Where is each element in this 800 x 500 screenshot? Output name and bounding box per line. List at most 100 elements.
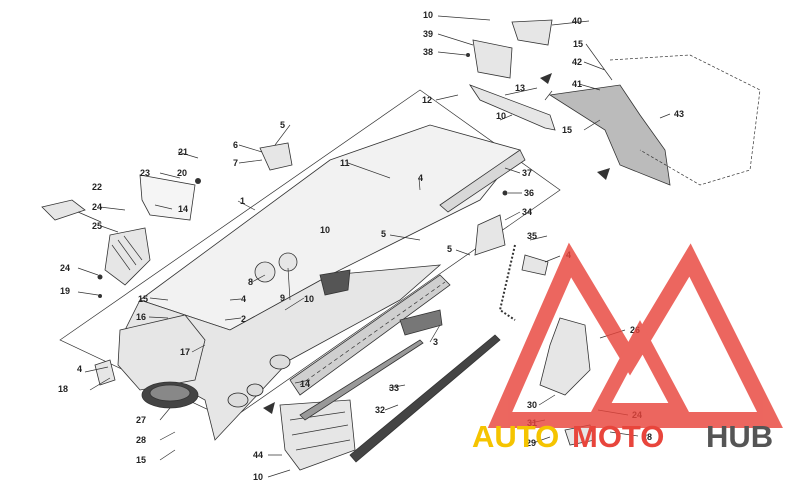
- part-40-bracket: [511, 19, 553, 46]
- callout-28b: 28: [642, 432, 652, 442]
- watermark-moto: MOTO: [572, 419, 664, 454]
- callout-30: 30: [527, 400, 537, 410]
- part-44-foot-plate: [279, 399, 356, 471]
- part-14-bracket: [139, 174, 196, 221]
- arrow-side: [263, 402, 275, 414]
- watermark-hub: HUB: [706, 419, 773, 454]
- callout-36: 36: [524, 188, 534, 198]
- part-3-bracket: [399, 309, 443, 336]
- callout-18: 18: [58, 384, 68, 394]
- callout-15a: 15: [573, 39, 583, 49]
- part-22-cover: [41, 199, 86, 221]
- callout-10e: 10: [253, 472, 263, 482]
- rear-bracket: [468, 84, 556, 131]
- callout-13: 13: [515, 83, 525, 93]
- automotohub-watermark: AUTO MOTO HUB: [472, 242, 783, 454]
- guard-slots: [111, 235, 143, 271]
- part-32-rail: [349, 334, 501, 463]
- part-38-bolt: [466, 53, 470, 57]
- callout-9: 9: [280, 293, 285, 303]
- callout-10c: 10: [320, 225, 330, 235]
- part-27-skid-inner: [149, 384, 191, 402]
- callout-42: 42: [572, 57, 582, 67]
- callout-37: 37: [522, 168, 532, 178]
- rail-bracket: [439, 149, 526, 213]
- mountain-logo: [487, 242, 783, 428]
- foot-plate-cleats: [289, 411, 351, 451]
- callout-19: 19: [60, 286, 70, 296]
- callout-40: 40: [572, 16, 582, 26]
- front-bulkhead: [117, 314, 206, 391]
- callout-32: 32: [375, 405, 385, 415]
- part-4-plate: [521, 254, 549, 276]
- callout-2: 2: [241, 314, 246, 324]
- part-36-nut: [502, 190, 508, 196]
- callout-24a: 24: [92, 202, 102, 212]
- callout-28a: 28: [136, 435, 146, 445]
- snowflap-outline: [609, 54, 761, 186]
- callout-5a: 5: [280, 120, 285, 130]
- callout-10d: 10: [304, 294, 314, 304]
- logo-inner-triangle: [588, 320, 692, 417]
- cleat-pattern: [299, 281, 446, 386]
- callout-15d: 15: [136, 455, 146, 465]
- rear-bumper-bracket: [539, 317, 591, 396]
- part-19-nut: [98, 294, 102, 298]
- callout-14b: 14: [300, 379, 310, 389]
- callout-25: 25: [92, 221, 102, 231]
- side-hole-1: [227, 392, 249, 408]
- callout-27: 27: [136, 415, 146, 425]
- callout-11: 11: [340, 158, 350, 168]
- callout-8: 8: [248, 277, 253, 287]
- callout-23: 23: [140, 168, 150, 178]
- callout-33: 33: [389, 383, 399, 393]
- side-hole-2: [246, 383, 264, 397]
- part-25-guard: [104, 227, 151, 286]
- callout-5b: 5: [381, 229, 386, 239]
- callout-43: 43: [674, 109, 684, 119]
- callout-4a: 4: [241, 294, 246, 304]
- callout-15c: 15: [138, 294, 148, 304]
- part-34-bracket: [474, 214, 506, 256]
- callout-5c: 5: [447, 244, 452, 254]
- part-18-clip: [94, 359, 116, 386]
- callout-4c: 4: [418, 173, 423, 183]
- logo-outer-shape: [487, 242, 783, 428]
- callout-6: 6: [233, 140, 238, 150]
- part-39-bracket: [472, 39, 513, 79]
- part-24-nut: [97, 274, 103, 280]
- callout-7: 7: [233, 158, 238, 168]
- callout-16: 16: [136, 312, 146, 322]
- arrow-up-right: [540, 73, 552, 84]
- watermark-auto: AUTO: [472, 419, 559, 454]
- part-21-bolt: [195, 178, 201, 184]
- callout-39: 39: [423, 29, 433, 39]
- callout-12: 12: [422, 95, 432, 105]
- callout-3: 3: [433, 337, 438, 347]
- callout-15b: 15: [562, 125, 572, 135]
- callout-24b: 24: [60, 263, 70, 273]
- callout-22: 22: [92, 182, 102, 192]
- callout-17: 17: [180, 347, 190, 357]
- left-parts: [41, 174, 206, 409]
- part-7-bracket: [259, 142, 293, 171]
- part-43-flap: [548, 84, 671, 186]
- right-parts: [466, 19, 761, 446]
- callout-41: 41: [572, 79, 582, 89]
- part-8-plate: [254, 261, 276, 283]
- callout-10a: 10: [423, 10, 433, 20]
- callout-38: 38: [423, 47, 433, 57]
- arrow-flap: [597, 168, 610, 180]
- callout-21: 21: [178, 147, 188, 157]
- callout-44: 44: [253, 450, 263, 460]
- callout-35: 35: [527, 231, 537, 241]
- part-33-rod: [299, 339, 424, 421]
- callout-4b: 4: [77, 364, 82, 374]
- center-parts: [254, 142, 501, 471]
- callout-14a: 14: [178, 204, 188, 214]
- callout-10b: 10: [496, 111, 506, 121]
- callout-1: 1: [240, 196, 245, 206]
- direction-arrows: [263, 73, 610, 414]
- rear-hitch-bracket: [319, 269, 351, 296]
- callout-34: 34: [522, 207, 532, 217]
